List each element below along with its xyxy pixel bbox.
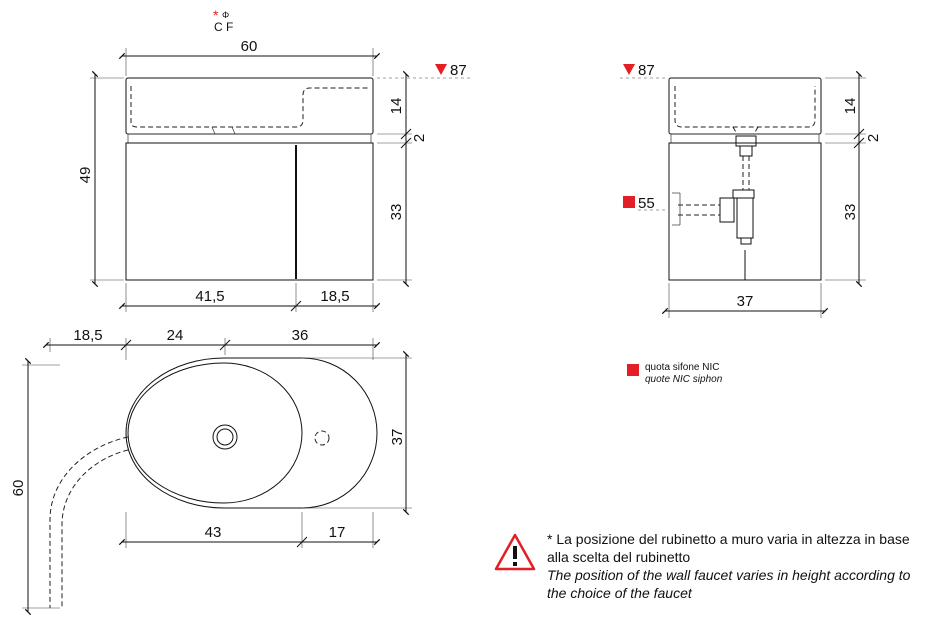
top-tap-hole (314, 430, 330, 446)
front-door-right-label: 18,5 (320, 288, 349, 305)
faucet-note-it: * La posizione del rubinetto a muro vari… (547, 531, 910, 565)
top-right-part-label: 36 (292, 327, 309, 344)
top-drain (212, 424, 238, 450)
front-basin (125, 77, 374, 135)
side-basin-height-label: 14 (842, 98, 859, 115)
side-basin (668, 77, 822, 135)
mark-phi: Φ (222, 10, 229, 20)
side-view: 87 55 14 2 33 37 (620, 62, 882, 318)
front-basin-height-label: 14 (388, 98, 405, 115)
siphon-legend-en: quote NIC siphon (645, 374, 723, 385)
mark-labels: C F (214, 20, 233, 34)
header-mark: * Φ C F (213, 7, 233, 34)
top-basin-outline (125, 357, 378, 509)
top-basin-length-label: 43 (205, 524, 222, 541)
warning-triangle-icon (494, 533, 536, 571)
siphon-height-label: 55 (638, 195, 655, 212)
faucet-note-en: The position of the wall faucet varies i… (547, 567, 911, 601)
side-level-marker (623, 64, 635, 75)
side-depth-label: 37 (737, 293, 754, 310)
top-to-tap-label: 24 (167, 327, 184, 344)
top-wall-offset-label: 18,5 (73, 327, 102, 344)
top-right-end-label: 17 (329, 524, 346, 541)
front-level-marker (435, 64, 447, 75)
front-height-label: 49 (77, 167, 94, 184)
siphon-legend-it: quota sifone NIC (645, 362, 720, 373)
front-cabinet (125, 142, 374, 281)
side-gap-label: 2 (865, 134, 882, 142)
front-basin-hidden (130, 86, 368, 128)
top-view: 18,5 24 36 37 60 43 17 (10, 327, 412, 616)
side-siphon (672, 126, 759, 245)
side-level-label: 87 (638, 62, 655, 79)
front-width-label: 60 (241, 38, 258, 55)
front-view: 60 49 14 2 33 87 41,5 18,5 (77, 38, 470, 312)
top-depth-label: 37 (389, 429, 406, 446)
front-level-label: 87 (450, 62, 467, 79)
mark-star: * (213, 7, 219, 23)
wall-faucet-pipe (49, 436, 129, 608)
front-cabinet-height-label: 33 (388, 204, 405, 221)
siphon-height-marker (623, 196, 635, 208)
side-basin-hidden (674, 86, 816, 128)
siphon-legend-swatch (627, 364, 639, 376)
front-door-left-label: 41,5 (195, 288, 224, 305)
siphon-legend-text: quota sifone NIC quote NIC siphon (645, 362, 722, 386)
top-bowl (127, 362, 303, 504)
top-height-label: 60 (10, 480, 27, 497)
side-cabinet-height-label: 33 (842, 204, 859, 221)
front-gap-label: 2 (411, 134, 428, 142)
faucet-note: * La posizione del rubinetto a muro vari… (547, 530, 925, 602)
